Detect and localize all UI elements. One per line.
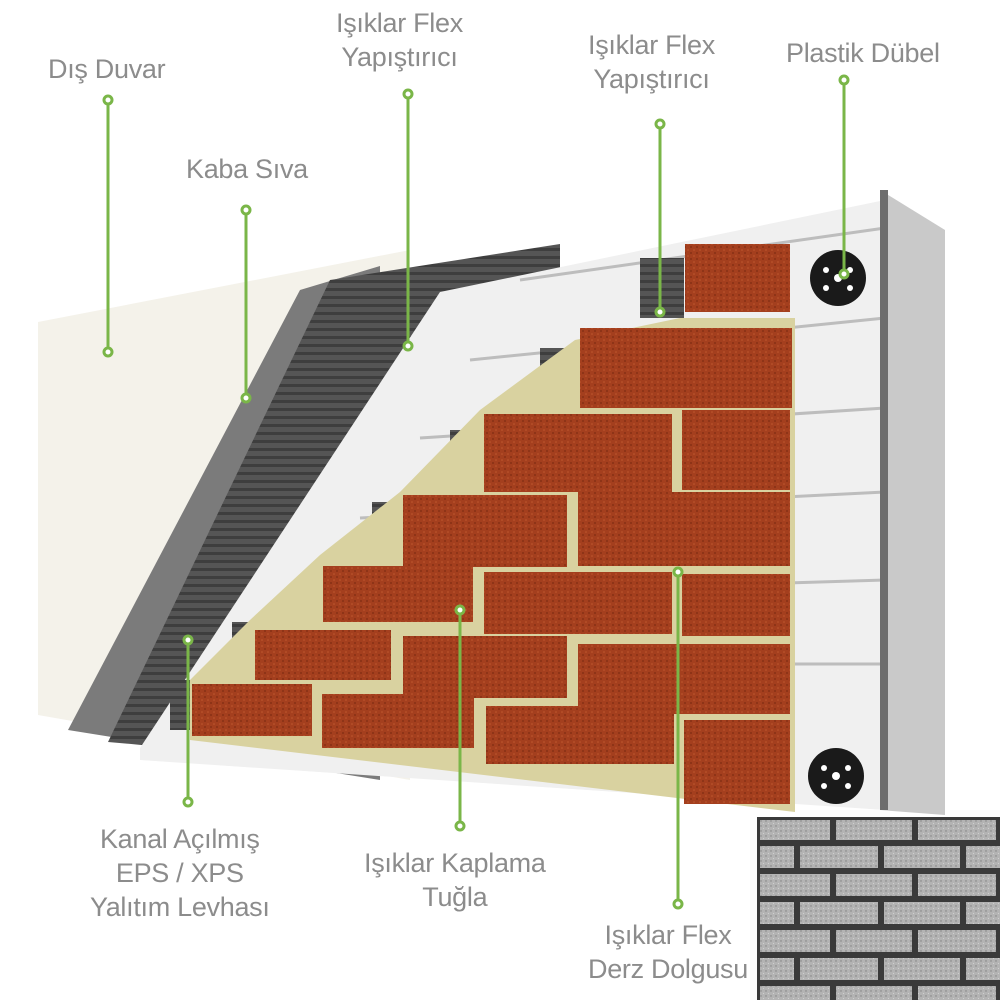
plastic-dowel-icon [810,250,866,306]
label-line: Derz Dolgusu [588,954,748,984]
label-line: Işıklar Flex [336,8,463,38]
plastic-dowel-icon [808,748,864,804]
label-line: EPS / XPS [115,858,244,888]
brick [580,328,792,408]
label-plastik-dubel: Plastik Dübel [786,36,940,70]
label-line: Dış Duvar [48,54,166,84]
label-line: Işıklar Flex [604,920,732,950]
board-edge [880,190,888,810]
brick [192,684,312,736]
label-line: Kanal Açılmış [99,824,260,854]
brick [484,572,672,634]
label-line: Işıklar Flex [588,30,715,60]
brick [255,630,391,680]
brick [323,566,473,622]
brick [322,694,474,748]
brick [484,414,672,492]
label-kaba-siva: Kaba Sıva [186,152,308,186]
label-line: Yapıştırıcı [593,64,710,94]
brick-cladding [192,244,792,804]
label-line: Yalıtım Levhası [90,892,270,922]
brick [685,244,790,312]
grey-brick-swatch [757,817,1000,1000]
brick [684,720,790,804]
brick [403,636,567,698]
label-line: Plastik Dübel [786,38,940,68]
brick [578,644,790,714]
label-dis-duvar: Dış Duvar [48,52,166,86]
leader-lines [102,74,850,910]
label-line: Işıklar Kaplama [364,848,546,878]
brick [578,492,790,566]
label-line: Kaba Sıva [186,154,308,184]
wall-edge [880,190,945,815]
brick [403,495,567,567]
label-line: Yapıştırıcı [341,42,458,72]
label-line: Tuğla [422,882,488,912]
brick [682,410,790,490]
brick [486,706,674,764]
brick [682,574,790,636]
